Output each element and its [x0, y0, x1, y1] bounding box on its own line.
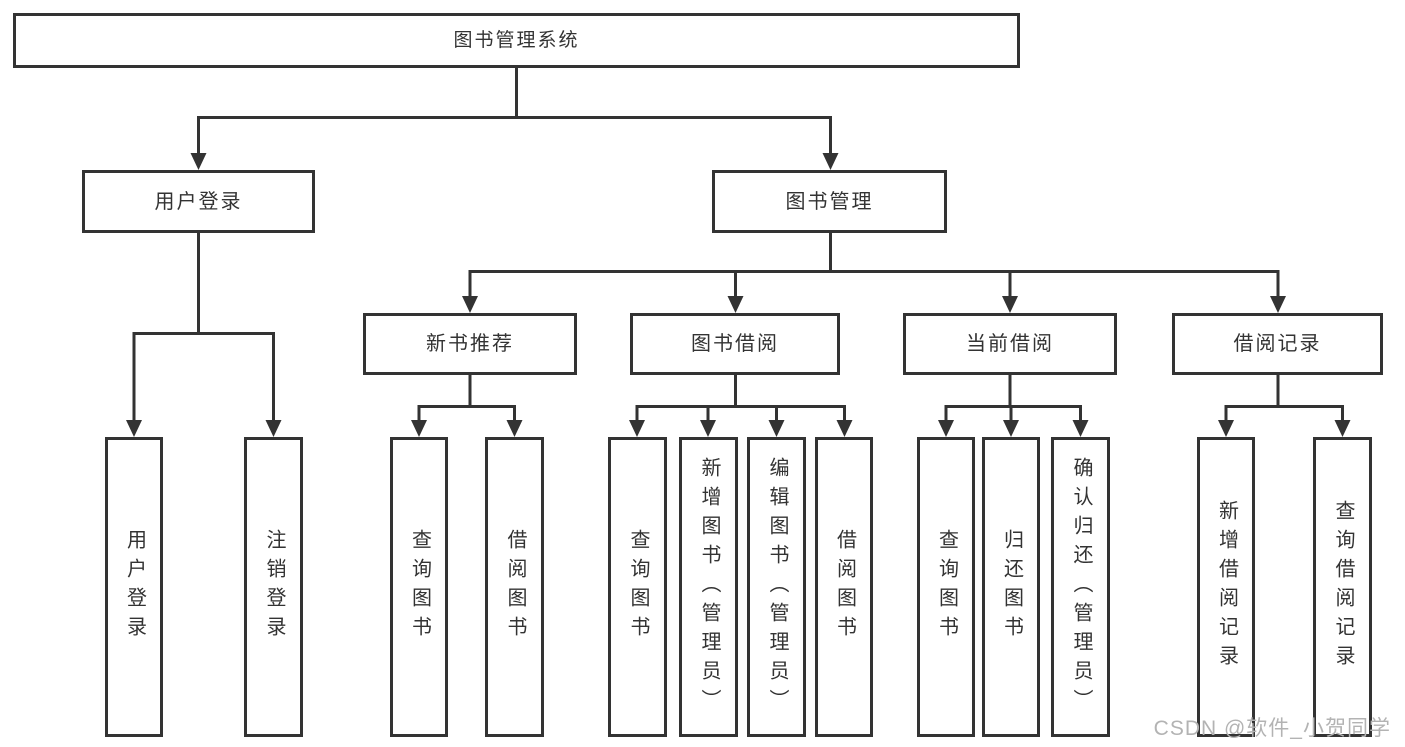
leaf-confirm-return-admin: 确认归还（管理员） — [1051, 437, 1110, 737]
node-label: 新增借阅记录 — [1215, 500, 1238, 674]
leaf-query-books-recommend: 查询图书 — [390, 437, 448, 737]
node-label: 查询图书 — [627, 529, 649, 645]
leaf-add-book-admin: 新增图书（管理员） — [679, 437, 738, 737]
node-label: 新书推荐 — [426, 333, 514, 355]
tree-edge-lines — [132, 68, 1344, 423]
node-label: 用户登录 — [154, 190, 243, 213]
node-label: 归还图书 — [1000, 529, 1023, 645]
node-label: 查询借阅记录 — [1332, 500, 1354, 674]
node-label: 注销登录 — [263, 529, 285, 645]
node-label: 查询图书 — [408, 529, 431, 645]
node-label: 新增图书（管理员） — [698, 456, 720, 718]
node-label: 确认归还（管理员） — [1070, 456, 1092, 718]
node-borrowing-records: 借阅记录 — [1172, 313, 1383, 375]
node-label: 编辑图书（管理员） — [766, 456, 788, 718]
node-label: 借阅记录 — [1233, 333, 1322, 355]
node-book-management: 图书管理 — [712, 170, 947, 233]
leaf-logout: 注销登录 — [244, 437, 303, 737]
watermark: CSDN @软件_小贺同学 — [1153, 717, 1391, 740]
leaf-edit-book-admin: 编辑图书（管理员） — [747, 437, 806, 737]
node-book-borrowing: 图书借阅 — [630, 313, 840, 375]
node-label: 图书管理 — [785, 190, 874, 213]
leaf-borrow-books-recommend: 借阅图书 — [485, 437, 544, 737]
leaf-query-borrow-record: 查询借阅记录 — [1313, 437, 1372, 737]
leaf-add-borrow-record: 新增借阅记录 — [1197, 437, 1255, 737]
leaf-return-book: 归还图书 — [982, 437, 1040, 737]
node-label: 借阅图书 — [833, 529, 856, 645]
node-label: 图书管理系统 — [453, 30, 580, 51]
node-label: 用户登录 — [123, 529, 146, 645]
leaf-borrow-books-borrowing: 借阅图书 — [815, 437, 873, 737]
node-label: 当前借阅 — [966, 333, 1054, 355]
node-new-book-recommend: 新书推荐 — [363, 313, 577, 375]
node-label: 查询图书 — [935, 529, 958, 645]
leaf-user-login: 用户登录 — [105, 437, 163, 737]
node-label: 图书借阅 — [691, 333, 779, 355]
leaf-query-books-current: 查询图书 — [917, 437, 975, 737]
node-label: 借阅图书 — [504, 529, 526, 645]
node-current-borrowing: 当前借阅 — [903, 313, 1117, 375]
node-user-login: 用户登录 — [82, 170, 315, 233]
node-library-system: 图书管理系统 — [13, 13, 1020, 68]
leaf-query-books-borrowing: 查询图书 — [608, 437, 667, 737]
